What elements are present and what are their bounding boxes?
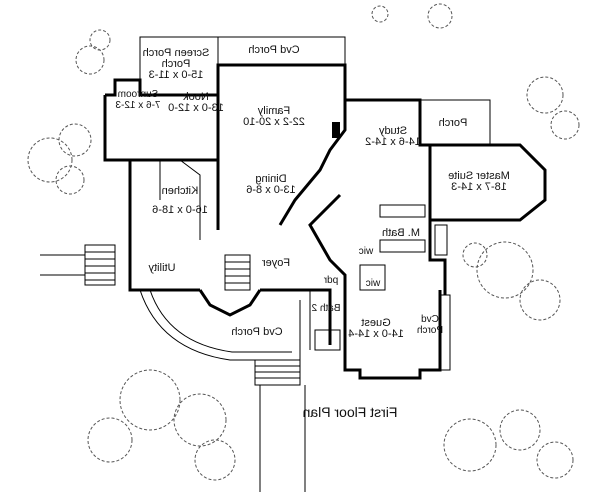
room-name: Foyer [261, 257, 291, 269]
room-cvd-porch-front: Cvd Porch [231, 326, 283, 338]
room-wic-1: wic [359, 246, 373, 257]
room-name: Kitchen [161, 185, 199, 197]
room-sunroom: Sunroom 7-6 x 12-3 [115, 89, 160, 111]
room-name: M. Bath [382, 227, 420, 239]
room-m-bath: M. Bath [382, 227, 420, 239]
room-kitchen: Kitchen 16-0 x 18-6 [152, 185, 208, 216]
room-size: 13-0 x 12-0 [168, 102, 224, 114]
room-name: Bath 2 [311, 303, 341, 314]
room-size: 7-6 x 12-3 [115, 100, 161, 111]
room-cvd-porch-top: Cvd Porch [248, 44, 300, 56]
room-foyer: Foyer [261, 257, 291, 269]
room-size: 14-6 x 14-2 [365, 136, 421, 148]
room-porch: Porch [438, 117, 468, 129]
room-name: Cvd [421, 314, 439, 325]
room-size: 22-2 x 20-10 [243, 116, 305, 128]
plan-title: First Floor Plan [302, 404, 398, 420]
room-size: 13-0 x 8-6 [246, 184, 296, 196]
room-wic-2: wic [366, 278, 380, 289]
room-name: Utility [148, 262, 176, 274]
room-name: Sunroom [117, 89, 159, 100]
room-pdr: pdr [324, 275, 338, 286]
room-name: wic [358, 246, 374, 257]
thin-lines [40, 36, 491, 492]
room-size: 16-0 x 18-6 [152, 204, 208, 216]
room-master-suite: Master Suite 18-7 x 14-3 [448, 170, 510, 193]
room-name: wic [365, 278, 381, 289]
plan-title-text: First Floor Plan [302, 404, 398, 420]
room-dining: Dining 13-0 x 8-6 [246, 173, 296, 196]
room-cvd-porch-right: Cvd Porch [417, 314, 443, 336]
room-guest: Guest 14-0 x 14-4 [348, 317, 404, 340]
room-name-2: Porch [416, 325, 444, 336]
room-study: Study 14-6 x 14-2 [365, 125, 421, 148]
room-name: Cvd Porch [248, 44, 300, 56]
room-name: Porch [438, 117, 468, 129]
room-name: pdr [323, 275, 339, 286]
room-utility: Utility [148, 262, 176, 274]
room-family: Family 22-2 x 20-10 [243, 105, 305, 128]
trees [27, 3, 580, 481]
room-size: 18-7 x 14-3 [451, 181, 507, 193]
room-name: Cvd Porch [231, 326, 283, 338]
room-nook: Nook 13-0 x 12-0 [168, 91, 224, 114]
room-size: 15-0 x 11-3 [148, 69, 204, 81]
room-size: 14-0 x 14-4 [348, 328, 404, 340]
room-bath-2: Bath 2 [312, 303, 341, 314]
room-screen-porch: Screen Porch Porch 15-0 x 11-3 [143, 47, 210, 81]
fireplace [332, 122, 340, 138]
